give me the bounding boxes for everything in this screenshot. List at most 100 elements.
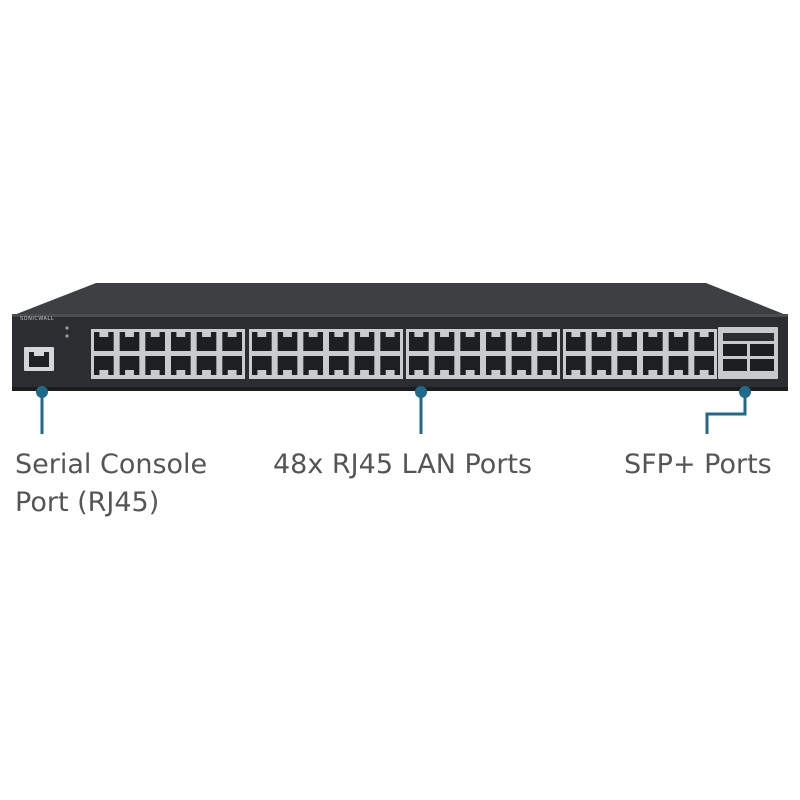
rj45-port-latch bbox=[699, 332, 709, 337]
rj45-port bbox=[537, 332, 557, 351]
rj45-port-latch bbox=[414, 332, 424, 337]
rj45-port-latch bbox=[622, 332, 632, 337]
rj45-port bbox=[566, 332, 586, 351]
rj45-port bbox=[354, 332, 375, 351]
rj45-port bbox=[434, 356, 455, 375]
console-label-line2: Port (RJ45) bbox=[15, 487, 160, 518]
rj45-port-latch bbox=[150, 332, 160, 337]
rj45-port-latch bbox=[622, 370, 632, 375]
rj45-port bbox=[196, 356, 217, 375]
rj45-port-latch bbox=[491, 370, 501, 375]
rj45-port-latch bbox=[227, 332, 237, 337]
rj45-port-latch bbox=[571, 332, 581, 337]
rj45-port bbox=[252, 332, 272, 351]
status-led bbox=[65, 334, 69, 338]
callout-dot-console bbox=[36, 386, 48, 398]
rj45-port bbox=[486, 356, 506, 375]
rj45-port-latch bbox=[334, 370, 344, 375]
rj45-port-latch bbox=[440, 370, 449, 375]
brand-logo: SONICWALL bbox=[20, 316, 54, 322]
rj45-port bbox=[171, 356, 191, 375]
rj45-port bbox=[145, 356, 165, 375]
rj45-port-latch bbox=[176, 332, 186, 337]
rj45-port-latch bbox=[308, 332, 318, 337]
rj45-port-latch bbox=[440, 332, 449, 337]
rj45-port-latch bbox=[176, 370, 186, 375]
rj45-port bbox=[329, 332, 349, 351]
sfp-port-cage bbox=[718, 327, 778, 379]
rj45-port-latch bbox=[674, 332, 683, 337]
callout-dot-lan bbox=[415, 386, 427, 398]
rj45-port-latch bbox=[465, 332, 475, 337]
port-group bbox=[91, 329, 245, 379]
rj45-port bbox=[329, 356, 349, 375]
rj45-port bbox=[409, 332, 429, 351]
rj45-port-latch bbox=[517, 370, 526, 375]
rj45-port bbox=[354, 356, 375, 375]
rj45-port-latch bbox=[334, 332, 344, 337]
rj45-port bbox=[694, 356, 714, 375]
front-edge-highlight bbox=[12, 314, 788, 317]
rj45-port bbox=[380, 356, 400, 375]
sfp-ports-label: SFP+ Ports bbox=[624, 449, 772, 480]
callout-line-sfp bbox=[705, 392, 747, 434]
rj45-port bbox=[171, 332, 191, 351]
rj45-port-latch bbox=[414, 370, 424, 375]
rj45-port bbox=[511, 332, 532, 351]
rj45-port-latch bbox=[150, 370, 160, 375]
rj45-port-latch bbox=[257, 332, 267, 337]
port-group bbox=[406, 329, 560, 379]
rj45-port-latch bbox=[674, 370, 683, 375]
rj45-port bbox=[460, 332, 480, 351]
rj45-port bbox=[537, 356, 557, 375]
rj45-port-latch bbox=[283, 370, 292, 375]
rj45-port-latch bbox=[202, 370, 211, 375]
rj45-port bbox=[222, 332, 242, 351]
rj45-port bbox=[277, 332, 298, 351]
console-label-line1: Serial Console bbox=[15, 449, 208, 480]
console-port-label: Serial Console Port (RJ45) bbox=[15, 446, 207, 522]
sfp-port bbox=[750, 359, 774, 371]
sfp-port bbox=[723, 344, 747, 356]
rj45-port-latch bbox=[283, 332, 292, 337]
sfp-port bbox=[723, 359, 747, 371]
rj45-port bbox=[643, 356, 663, 375]
lan-port-array bbox=[91, 329, 717, 379]
rj45-port bbox=[434, 332, 455, 351]
rj45-port-latch bbox=[571, 370, 581, 375]
rj45-port-latch bbox=[491, 332, 501, 337]
rj45-port bbox=[617, 356, 637, 375]
rj45-port bbox=[277, 356, 298, 375]
chassis-top bbox=[14, 283, 786, 315]
rj45-port bbox=[94, 356, 114, 375]
rj45-port-latch bbox=[360, 332, 369, 337]
rj45-port-latch bbox=[517, 332, 526, 337]
rj45-port-latch bbox=[99, 370, 109, 375]
rj45-port bbox=[94, 332, 114, 351]
callout-dot-sfp bbox=[739, 386, 751, 398]
rj45-port-latch bbox=[648, 332, 658, 337]
rj45-port bbox=[643, 332, 663, 351]
rj45-port bbox=[119, 332, 140, 351]
port-group bbox=[563, 329, 717, 379]
rj45-port-latch bbox=[597, 370, 606, 375]
front-edge-shadow bbox=[12, 387, 788, 391]
callout-lines bbox=[40, 392, 747, 434]
sfp-port bbox=[750, 344, 774, 356]
rj45-port bbox=[409, 356, 429, 375]
status-led bbox=[65, 326, 69, 330]
rj45-port-latch bbox=[648, 370, 658, 375]
rj45-port bbox=[486, 332, 506, 351]
rj45-port bbox=[566, 356, 586, 375]
rj45-port-latch bbox=[125, 370, 134, 375]
rj45-port-latch bbox=[99, 332, 109, 337]
rj45-port-latch bbox=[542, 370, 552, 375]
rj45-port-latch bbox=[597, 332, 606, 337]
rj45-port-latch bbox=[257, 370, 267, 375]
rj45-port bbox=[303, 332, 323, 351]
rj45-port bbox=[380, 332, 400, 351]
rj45-port-latch bbox=[465, 370, 475, 375]
rj45-port-latch bbox=[360, 370, 369, 375]
lan-ports-label: 48x RJ45 LAN Ports bbox=[273, 449, 533, 480]
